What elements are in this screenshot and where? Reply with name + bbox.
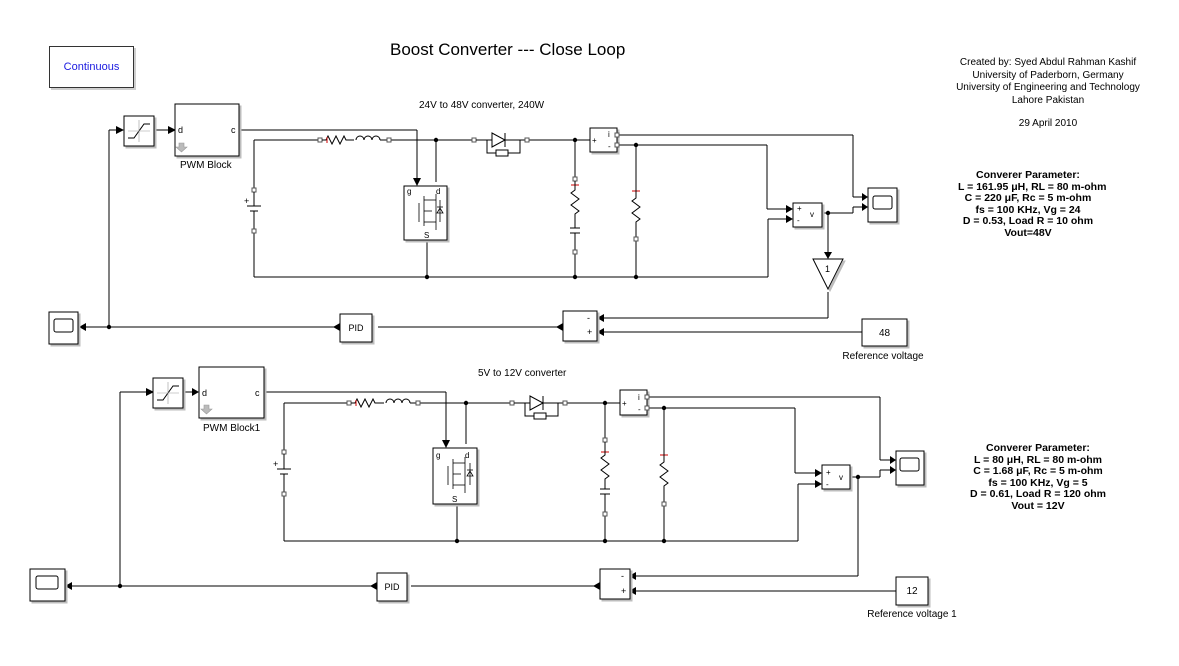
params-2-l4: D = 0.61, Load R = 120 ohm [970,488,1106,500]
params-1-l4: D = 0.53, Load R = 10 ohm [962,215,1094,227]
credits-line-4: Lahore Pakistan [1011,94,1085,106]
pwm-1-label: PWM Block [180,160,233,171]
reference-constant-2[interactable] [895,576,929,606]
sum-2-plus: + [621,586,626,596]
saturation-block-2[interactable] [152,377,184,409]
voltage-sensor-1-plus: + [797,204,802,213]
dc-source-2-plus: + [273,459,278,469]
scope-2-output[interactable] [895,450,925,486]
sum-1-plus: + [587,327,592,337]
current-sensor-1-minus: - [608,142,611,151]
current-sensor-2-i: i [638,393,640,402]
credits-date: 29 April 2010 [1018,118,1078,129]
mosfet-2-port-g: g [436,451,440,460]
reference-2-label: Reference voltage 1 [867,609,957,620]
params-1-l2: C = 220 μF, Rc = 5 m-ohm [964,192,1092,204]
reference-constant-1[interactable] [861,318,908,347]
voltage-sensor-2-minus: - [826,480,829,489]
voltage-sensor-1[interactable] [792,202,823,228]
load-resistor-1 [631,188,641,242]
voltage-sensor-2[interactable] [821,464,851,490]
sum-1-minus: - [587,313,590,323]
params-1-l5: Vout=48V [1004,226,1052,239]
pwm-1-port-d: d [178,125,183,135]
sum-block-2[interactable] [599,568,631,600]
current-sensor-1[interactable] [589,127,620,153]
sum-2-minus: - [621,571,624,581]
pid-block-1[interactable] [339,313,373,343]
circuit-2-note: 5V to 12V converter [478,368,567,379]
diode-2 [509,395,568,420]
voltage-sensor-2-plus: + [826,468,831,477]
sum-block-1[interactable] [562,310,598,342]
diagram-title: Boost Converter --- Close Loop [390,40,626,59]
gain-block-1[interactable] [812,258,844,291]
params-2-title: Converer Parameter: [986,442,1090,454]
params-1: Converer Parameter: L = 161.95 μH, RL = … [958,169,1107,239]
voltage-sensor-1-minus: - [797,216,800,225]
params-1-title: Converer Parameter: [976,169,1080,181]
pwm-block-2[interactable] [198,366,265,419]
mosfet-2-port-d: d [465,451,469,460]
current-sensor-1-plus: + [592,136,597,145]
rc-branch-1 [570,176,580,255]
params-2-l2: C = 1.68 μF, Rc = 5 m-ohm [973,465,1103,477]
pid-1-label: PID [348,323,364,333]
voltage-sensor-2-v: v [839,473,843,482]
mosfet-2[interactable] [432,447,478,505]
pwm-block-1[interactable] [174,103,240,157]
params-2: Converer Parameter: L = 80 μH, RL = 80 m… [968,442,1108,512]
mosfet-1-port-d: d [436,187,440,196]
params-2-l5: Vout = 12V [1011,499,1065,512]
current-sensor-2[interactable] [619,389,650,416]
params-2-l3: fs = 100 KHz, Vg = 5 [988,476,1088,489]
current-sensor-2-minus: - [638,405,641,414]
inductor-1 [317,134,392,146]
reference-1-label: Reference voltage [842,351,924,362]
circuit-1-note: 24V to 48V converter, 240W [419,100,545,111]
pwm-2-label: PWM Block1 [203,423,261,434]
circuit-1-junctions [106,137,831,330]
mosfet-2-port-s: S [452,495,457,504]
current-sensor-1-i: i [608,130,610,139]
credits-line-1: Created by: Syed Abdul Rahman Kashif [959,57,1137,68]
gain-1-value: 1 [825,264,830,274]
voltage-sensor-1-v: v [810,210,814,219]
saturation-block-1[interactable] [123,115,155,147]
mosfet-1-port-g: g [407,187,411,196]
pid-block-2[interactable] [376,572,408,602]
current-sensor-2-plus: + [622,399,627,408]
reference-1-value: 48 [879,328,891,339]
circuit-2-wires [72,391,896,592]
diode-1 [471,132,530,157]
powergui-block[interactable]: Continuous [49,46,134,88]
scope-1-duty[interactable] [48,311,79,345]
params-1-l3: fs = 100 KHz, Vg = 24 [975,203,1081,216]
load-resistor-2 [659,452,669,507]
pwm-2-port-c: c [255,388,260,398]
params-1-l1: L = 161.95 μH, RL = 80 m-ohm [958,180,1107,193]
credits-line-3: University of Engineering and Technology [956,82,1140,93]
scope-2-duty[interactable] [29,568,66,602]
pwm-2-port-d: d [202,388,207,398]
circuit-2-junctions [117,400,861,589]
rc-branch-2 [600,437,610,517]
circuit-1-wires [86,129,862,333]
scope-1-output[interactable] [867,187,898,223]
dc-source-1-plus: + [244,196,249,206]
dc-source-1 [247,187,261,234]
mosfet-1[interactable] [403,185,448,241]
pwm-1-port-c: c [231,125,236,135]
circuit-1-arrows [79,126,868,336]
mosfet-1-port-s: S [424,231,429,240]
credits: Created by: Syed Abdul Rahman Kashif Uni… [948,57,1148,131]
dc-source-2 [277,449,291,497]
pid-2-label: PID [384,582,400,592]
credits-line-2: University of Paderborn, Germany [972,69,1124,81]
reference-2-value: 12 [906,586,918,597]
circuit-2-arrows [65,388,896,595]
params-2-l1: L = 80 μH, RL = 80 m-ohm [974,453,1102,466]
inductor-2 [346,397,421,409]
